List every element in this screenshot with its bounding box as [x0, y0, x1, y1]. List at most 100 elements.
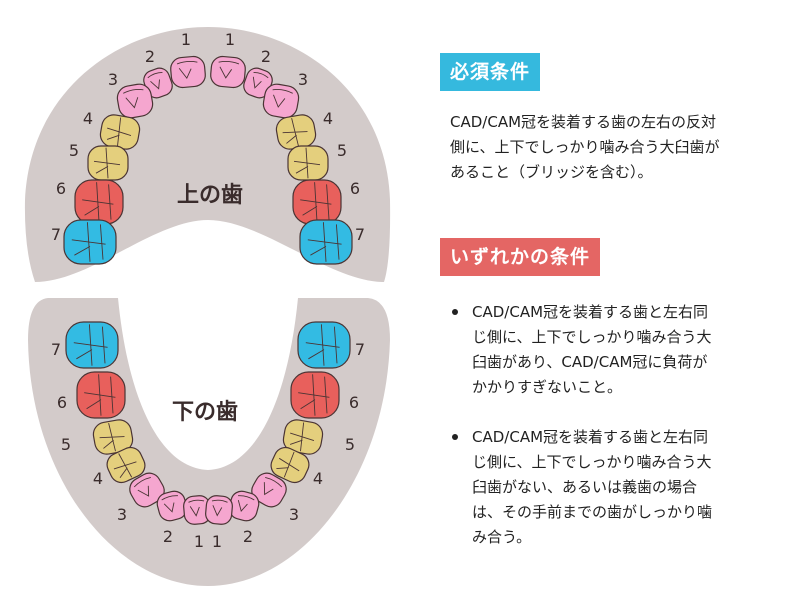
- upper-tooth-left-5: [287, 145, 329, 181]
- bullet-icon: [452, 309, 458, 315]
- tooth-fissure-lines: [123, 89, 144, 109]
- lower-tooth-number-left: 1: [212, 532, 222, 551]
- tooth-fissure-lines: [252, 71, 269, 89]
- lower-tooth-left-6: [290, 371, 340, 419]
- text-line: かかりすぎないこと。: [472, 378, 623, 396]
- upper-tooth-left-3: [262, 83, 300, 119]
- lower-tooth-number-right: 5: [61, 435, 71, 454]
- lower-tooth-right-3: [129, 472, 165, 508]
- upper-tooth-number-left: 2: [261, 47, 271, 66]
- text-line: じ側に、上下でしっかり噛み合う大: [472, 453, 712, 471]
- upper-tooth-right-4: [99, 114, 141, 150]
- tooth-fissure-lines: [282, 118, 308, 147]
- upper-tooth-number-left: 4: [323, 109, 333, 128]
- lower-tooth-number-right: 2: [163, 527, 173, 546]
- tooth-fissure-lines: [71, 222, 106, 262]
- lower-tooth-number-right: 3: [117, 505, 127, 524]
- condition-list-item: CAD/CAM冠を装着する歯と左右同 じ側に、上下でしっかり噛み合う大 臼歯がな…: [452, 425, 712, 550]
- upper-teeth-label: 上の歯: [177, 182, 243, 208]
- lower-tooth-number-right: 7: [51, 340, 61, 359]
- upper-tooth-right-1: [170, 55, 206, 89]
- lower-tooth-left-1: [205, 495, 233, 525]
- tooth-fissure-lines: [188, 499, 205, 517]
- upper-tooth-number-right: 1: [181, 30, 191, 49]
- tooth-fissure-lines: [84, 374, 116, 416]
- tooth-fissure-lines: [211, 499, 228, 517]
- tooth-fissure-lines: [305, 324, 340, 366]
- condition-list-item: CAD/CAM冠を装着する歯と左右同 じ側に、上下でしっかり噛み合う大 臼歯があ…: [452, 300, 712, 400]
- tooth-fissure-lines: [93, 147, 121, 179]
- tooth-fissure-lines: [298, 374, 330, 416]
- tooth-fissure-lines: [307, 222, 342, 262]
- lower-tooth-number-left: 6: [349, 393, 359, 412]
- tooth-fissure-lines: [276, 451, 300, 478]
- either-conditions-badge: いずれかの条件: [440, 238, 601, 276]
- text-line: 臼歯がない、あるいは義歯の場合: [472, 478, 698, 496]
- upper-tooth-right-6: [74, 179, 124, 225]
- tooth-fissure-lines: [263, 476, 283, 496]
- tooth-fissure-lines: [293, 147, 321, 179]
- lower-jaw-gum: [28, 298, 390, 586]
- upper-tooth-number-right: 4: [83, 109, 93, 128]
- upper-tooth-right-5: [87, 145, 129, 181]
- lower-tooth-right-7: [65, 321, 119, 369]
- lower-tooth-number-left: 5: [345, 435, 355, 454]
- text-line: 側に、上下でしっかり噛み合う大臼歯が: [450, 138, 720, 156]
- upper-tooth-number-right: 6: [56, 179, 66, 198]
- lower-tooth-left-3: [251, 472, 287, 508]
- tooth-fissure-lines: [99, 423, 125, 452]
- lower-tooth-number-right: 6: [57, 393, 67, 412]
- text-line: CAD/CAM冠を装着する歯と左右同: [472, 303, 709, 321]
- tooth-fissure-lines: [147, 71, 163, 90]
- upper-tooth-number-right: 2: [145, 47, 155, 66]
- lower-tooth-left-7: [297, 321, 351, 369]
- upper-tooth-number-right: 5: [69, 141, 79, 160]
- upper-tooth-number-left: 1: [225, 30, 235, 49]
- tooth-fissure-lines: [176, 60, 198, 79]
- required-conditions-text: CAD/CAM冠を装着する歯の左右の反対 側に、上下でしっかり噛み合う大臼歯が …: [450, 110, 720, 185]
- tooth-fissure-lines: [272, 89, 293, 108]
- text-line: 臼歯があり、CAD/CAM冠に負荷が: [472, 353, 708, 371]
- upper-tooth-number-right: 3: [108, 70, 118, 89]
- tooth-fissure-lines: [237, 495, 255, 512]
- upper-tooth-right-7: [63, 219, 117, 265]
- lower-tooth-right-2: [156, 490, 188, 522]
- lower-tooth-number-right: 4: [93, 469, 103, 488]
- lower-tooth-number-left: 2: [243, 527, 253, 546]
- upper-tooth-number-left: 5: [337, 141, 347, 160]
- text-line: あること（ブリッジを含む）。: [450, 163, 653, 181]
- teeth-group: [63, 55, 353, 525]
- tooth-fissure-lines: [106, 117, 132, 147]
- tooth-fissure-lines: [73, 324, 108, 366]
- lower-tooth-right-6: [76, 371, 126, 419]
- lower-tooth-number-left: 7: [355, 340, 365, 359]
- tooth-fissure-lines: [289, 422, 315, 452]
- lower-tooth-right-4: [106, 446, 146, 484]
- lower-tooth-number-left: 4: [313, 469, 323, 488]
- upper-tooth-number-left: 3: [298, 70, 308, 89]
- text-line: CAD/CAM冠を装着する歯と左右同: [472, 428, 709, 446]
- text-line: じ側に、上下でしっかり噛み合う大: [472, 328, 712, 346]
- upper-tooth-left-1: [210, 55, 246, 89]
- upper-tooth-number-right: 7: [51, 225, 61, 244]
- upper-tooth-left-7: [299, 219, 353, 265]
- lower-tooth-number-left: 3: [289, 505, 299, 524]
- text-line: は、その手前までの歯がしっかり噛: [472, 503, 713, 521]
- tooth-fissure-lines: [133, 476, 151, 497]
- tooth-fissure-lines: [218, 60, 240, 79]
- upper-tooth-number-left: 7: [355, 225, 365, 244]
- lower-tooth-number-right: 1: [194, 532, 204, 551]
- lower-tooth-left-4: [270, 446, 310, 484]
- upper-tooth-left-6: [292, 179, 342, 225]
- required-conditions-badge: 必須条件: [440, 53, 541, 91]
- upper-tooth-number-left: 6: [350, 179, 360, 198]
- tooth-fissure-lines: [113, 453, 137, 478]
- lower-teeth-label: 下の歯: [172, 399, 238, 425]
- bullet-icon: [452, 434, 458, 440]
- text-line: CAD/CAM冠を装着する歯の左右の反対: [450, 113, 717, 131]
- tooth-fissure-lines: [161, 495, 178, 513]
- tooth-fissure-lines: [300, 182, 332, 222]
- upper-tooth-right-3: [116, 83, 154, 119]
